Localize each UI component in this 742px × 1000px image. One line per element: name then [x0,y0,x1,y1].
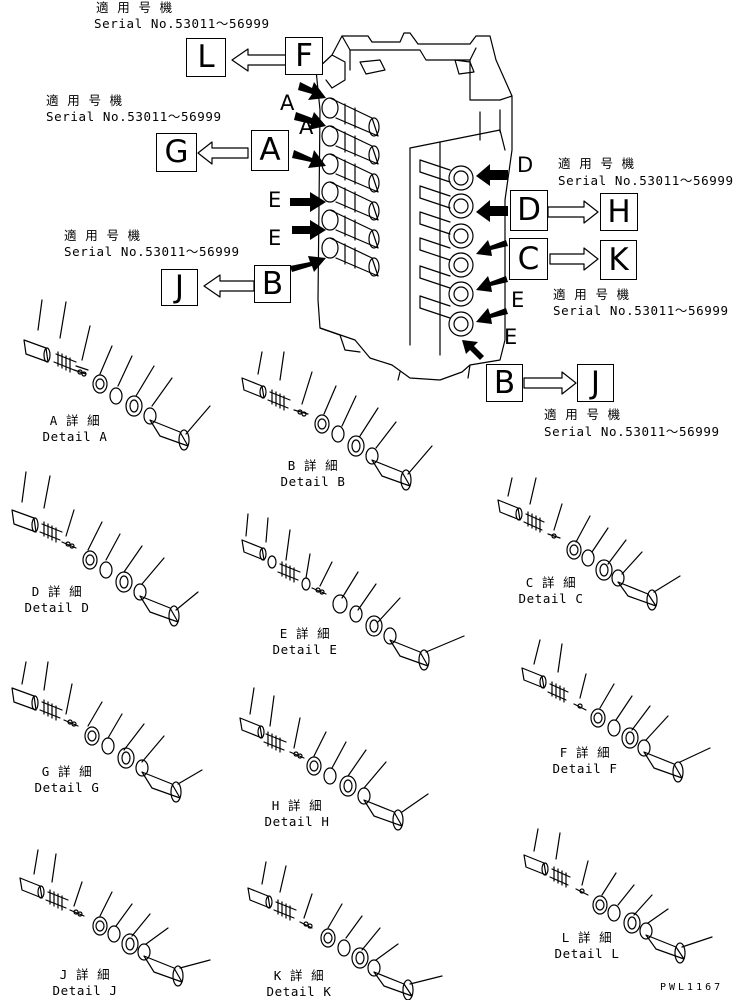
arrow-letter-e-2: E [268,226,282,250]
serial-note-right-middle-serial: Serial No.53011〜56999 [553,303,729,318]
serial-note-right-middle-title: 適 用 号 機 [553,287,630,302]
ref-box-f: F [285,37,323,75]
assembly-b [241,351,433,491]
ref-box-a: A [251,130,289,171]
detail-caption-j: J 詳 細 Detail J [50,967,120,999]
detail-g-jp: G 詳 細 [41,764,93,779]
detail-l-jp: L 詳 細 [561,930,613,945]
detail-b-jp: B 詳 細 [287,458,339,473]
serial-note-right-upper-serial: Serial No.53011〜56999 [558,173,734,188]
assembly-h [239,687,429,831]
detail-caption-b: B 詳 細 Detail B [278,458,348,490]
right-plug-ports [419,159,474,337]
serial-note-right-upper-title: 適 用 号 機 [558,156,635,171]
detail-caption-e: E 詳 細 Detail E [270,626,340,658]
ref-box-d: D [510,190,548,231]
arrow-letter-d: D [517,153,534,177]
detail-l-en: Detail L [554,946,620,961]
assembly-l [523,828,713,964]
detail-f-jp: F 詳 細 [559,745,611,760]
assembly-f [521,639,711,783]
left-pointer-arrows [290,82,326,272]
detail-k-jp: K 詳 細 [273,968,325,983]
detail-d-en: Detail D [24,600,90,615]
detail-caption-d: D 詳 細 Detail D [22,584,92,616]
detail-h-jp: H 詳 細 [271,798,323,813]
assembly-e [241,513,465,671]
arrow-letter-e-3: E [511,288,525,312]
ref-box-j-left: J [161,269,198,306]
serial-note-left-upper-serial: Serial No.53011〜56999 [46,109,222,124]
ref-box-h: H [600,193,638,231]
detail-e-jp: E 詳 細 [279,626,331,641]
detail-assemblies [11,299,713,1000]
arrow-letter-a-2: A [299,115,314,139]
detail-k-en: Detail K [266,984,332,999]
detail-caption-g: G 詳 細 Detail G [32,764,102,796]
right-pointer-arrows [462,164,508,360]
detail-h-en: Detail H [264,814,330,829]
ref-box-c: C [509,238,548,280]
detail-caption-l: L 詳 細 Detail L [552,930,622,962]
serial-note-left-lower-title: 適 用 号 機 [64,228,141,243]
arrow-letter-e-4: E [504,325,518,349]
assembly-a [23,299,211,451]
left-spool-caps [321,97,380,277]
control-valve-body [315,32,513,381]
arrow-letter-e-1: E [268,188,282,212]
serial-note-top-title: 適 用 号 機 [96,0,173,15]
detail-c-jp: C 詳 細 [525,575,577,590]
ref-box-l: L [186,38,226,77]
serial-note-top-serial: Serial No.53011〜56999 [94,16,270,31]
detail-caption-f: F 詳 細 Detail F [550,745,620,777]
ref-box-b-left: B [254,265,291,303]
assembly-g [11,661,203,803]
drawing-code: PWL1167 [660,982,724,993]
detail-c-en: Detail C [518,591,584,606]
detail-caption-k: K 詳 細 Detail K [264,968,334,1000]
ref-box-g: G [156,133,197,172]
serial-note-right-lower-title: 適 用 号 機 [544,407,621,422]
detail-caption-c: C 詳 細 Detail C [516,575,586,607]
detail-caption-h: H 詳 細 Detail H [262,798,332,830]
ref-box-j-right: J [577,364,614,402]
detail-a-jp: A 詳 細 [49,413,101,428]
ref-box-k: K [600,240,637,280]
assembly-c [497,477,681,611]
detail-d-jp: D 詳 細 [31,584,83,599]
detail-j-en: Detail J [52,983,118,998]
detail-a-en: Detail A [42,429,108,444]
detail-j-jp: J 詳 細 [59,967,111,982]
assembly-k [247,861,443,1000]
ref-box-b-right: B [486,364,523,402]
detail-b-en: Detail B [280,474,346,489]
detail-caption-a: A 詳 細 Detail A [40,413,110,445]
reference-arrows [197,48,599,395]
assembly-d [11,471,199,627]
serial-note-right-lower-serial: Serial No.53011〜56999 [544,424,720,439]
serial-note-left-upper-title: 適 用 号 機 [46,93,123,108]
detail-g-en: Detail G [34,780,100,795]
serial-note-left-lower-serial: Serial No.53011〜56999 [64,244,240,259]
assembly-j [19,849,211,987]
detail-f-en: Detail F [552,761,618,776]
arrow-letter-a-1: A [280,91,295,115]
detail-e-en: Detail E [272,642,338,657]
